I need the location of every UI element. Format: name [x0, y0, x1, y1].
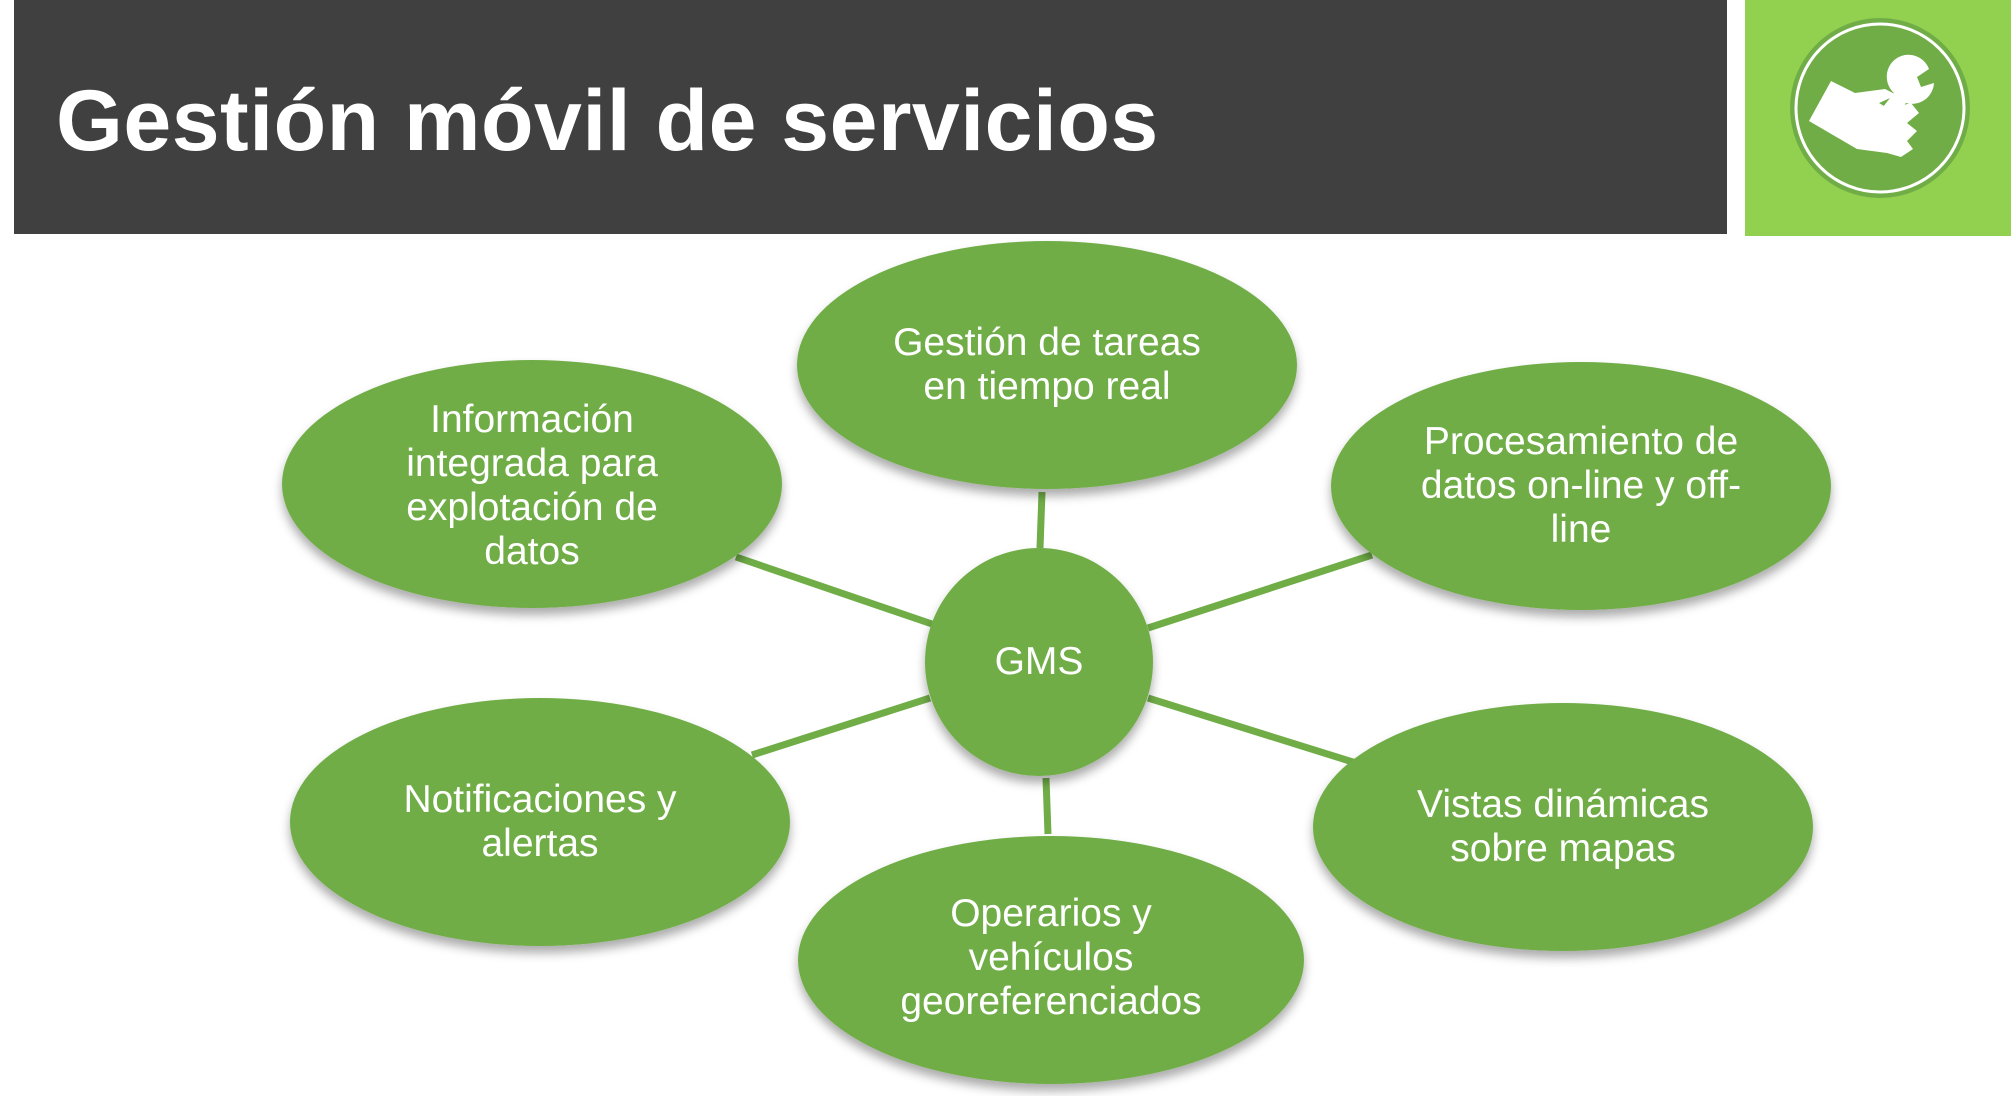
node-informacion — [282, 360, 782, 608]
logo-tile — [1745, 0, 2011, 236]
hub-label: GMS — [994, 640, 1084, 683]
node-vistas — [1313, 703, 1813, 951]
hand-wrench-icon — [1790, 18, 1970, 198]
node-label-notificaciones: Notificaciones y alertas — [403, 778, 677, 865]
node-procesamiento — [1331, 362, 1831, 610]
connector-procesamiento — [1146, 551, 1374, 632]
node-label-procesamiento: Procesamiento de datos on-line y off- li… — [1420, 420, 1742, 551]
node-operarios — [798, 836, 1304, 1084]
node-notificaciones — [290, 698, 790, 946]
node-label-informacion: Información integrada para explotación d… — [406, 398, 658, 573]
node-label-operarios: Operarios y vehículos georeferenciados — [900, 892, 1202, 1023]
connector-informacion — [734, 553, 934, 628]
connector-notificaciones — [750, 694, 932, 759]
hub-node — [925, 548, 1153, 776]
node-label-vistas: Vistas dinámicas sobre mapas — [1417, 783, 1709, 870]
slide-title: Gestión móvil de servicios — [56, 73, 1159, 169]
title-bar: Gestión móvil de servicios — [14, 0, 1727, 234]
node-tareas — [797, 241, 1297, 489]
connector-operarios — [1042, 777, 1052, 835]
connector-tareas — [1036, 491, 1046, 549]
node-label-tareas: Gestión de tareas en tiempo real — [893, 321, 1201, 408]
connector-vistas — [1146, 694, 1358, 767]
